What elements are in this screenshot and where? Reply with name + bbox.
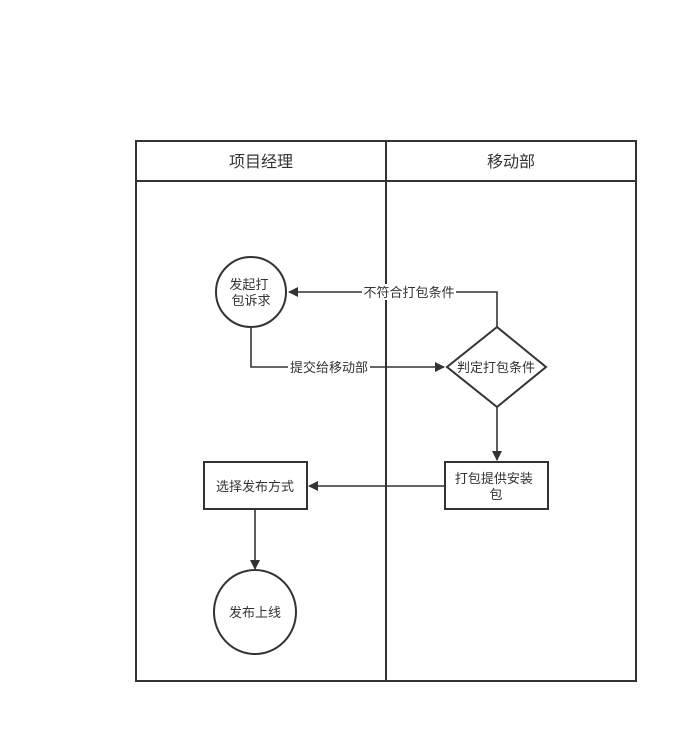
node-package: 打包提供安装 包: [444, 461, 549, 510]
edge-label-reject: 不符合打包条件: [363, 285, 454, 301]
node-select-shape: [203, 461, 308, 510]
node-decision-label: 判定打包条件: [457, 360, 535, 376]
node-package-label-line2: 包: [489, 488, 502, 503]
edge-label-submit: 提交给移动部: [290, 360, 368, 376]
edge-label-reject-bg: [362, 284, 456, 300]
node-package-shape: [444, 461, 549, 510]
edge-label-submit-bg: [288, 359, 370, 375]
node-package-label-line1: 打包提供安装: [455, 471, 533, 487]
edges: [250, 287, 502, 570]
edge-submit: [250, 327, 445, 372]
node-start-label-line2: 包诉求: [231, 294, 270, 309]
node-release: 发布上线: [213, 569, 297, 655]
node-select-label: 选择发布方式: [216, 479, 294, 495]
node-decision: 判定打包条件: [445, 325, 548, 409]
node-start-label-line1: 发起打: [229, 277, 268, 293]
node-decision-shape: [445, 325, 548, 409]
edge-labels: 提交给移动部 不符合打包条件: [288, 284, 456, 376]
node-start: 发起打 包诉求: [215, 256, 287, 328]
lane-title-mobile-department: 移动部: [487, 152, 535, 171]
node-start-label: 发起打 包诉求: [229, 277, 272, 309]
node-release-shape: [213, 569, 297, 655]
node-select: 选择发布方式: [203, 461, 308, 510]
nodes: 发起打 包诉求 判定打包条件 打包提供安装 包 选择发布方式 发布上线: [203, 256, 549, 655]
swimlane-pool: 项目经理 移动部: [135, 140, 637, 682]
node-package-label: 打包提供安装 包: [455, 471, 537, 503]
node-release-label: 发布上线: [229, 605, 281, 621]
edge-reject: [288, 287, 498, 327]
node-start-shape: [215, 256, 287, 328]
lane-title-project-manager: 项目经理: [229, 152, 293, 171]
